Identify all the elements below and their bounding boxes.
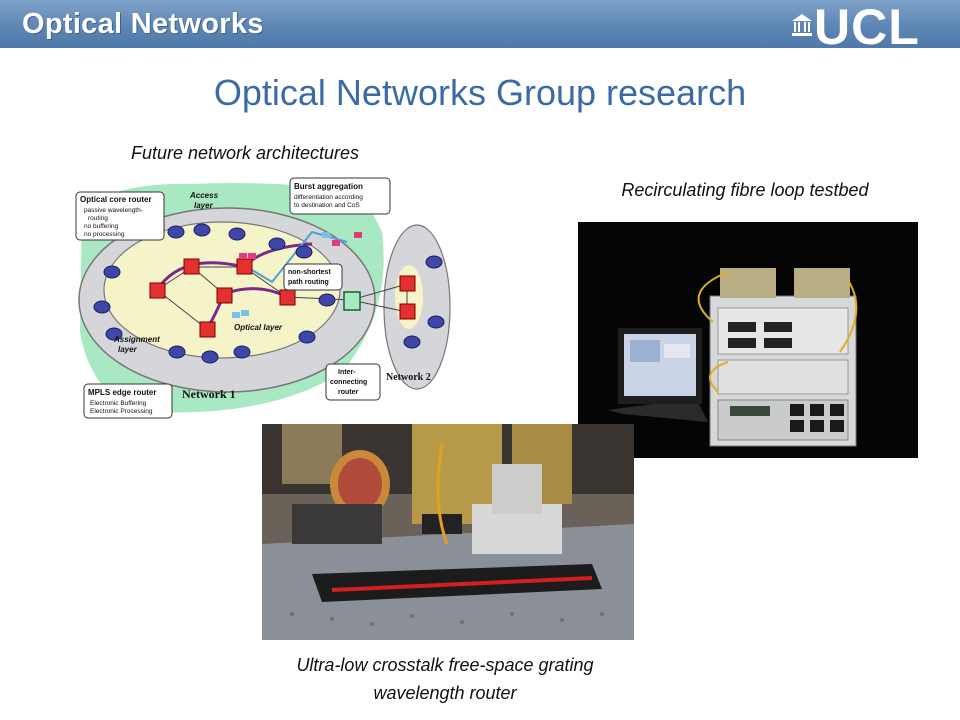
nonshortest-line-1: non-shortest xyxy=(288,269,331,276)
edge-router-title: MPLS edge router xyxy=(88,388,156,397)
core-router-item-1: passive wavelength- xyxy=(84,207,143,214)
interconnect-line-3: router xyxy=(338,389,359,396)
access-layer-line-1: Access xyxy=(189,191,219,200)
network-architecture-diagram: Optical core router passive wavelength- … xyxy=(72,172,460,424)
caption-router-line-1: Ultra-low crosstalk free-space grating xyxy=(296,655,594,675)
ucl-logo-text: UCL xyxy=(814,0,920,55)
core-router-item-3: no buffering xyxy=(84,223,119,230)
core-router-title: Optical core router xyxy=(80,195,152,204)
grating-router-photo xyxy=(262,424,634,640)
title-banner: Optical Networks UCL xyxy=(0,0,960,55)
edge-router-item-1: Electronic Buffering xyxy=(90,400,147,407)
core-router-item-2: routing xyxy=(88,215,108,222)
ucl-logo: UCL xyxy=(792,0,942,55)
network-2-label: Network 2 xyxy=(386,372,431,383)
optical-layer-label: Optical layer xyxy=(234,323,283,332)
edge-router-item-2: Electronic Processing xyxy=(90,408,153,415)
portico-icon xyxy=(792,14,812,36)
caption-fibre-loop-testbed: Recirculating fibre loop testbed xyxy=(621,180,869,200)
nonshortest-line-2: path routing xyxy=(288,279,329,286)
interconnect-line-1: Inter- xyxy=(338,369,356,376)
caption-router-line-2: wavelength router xyxy=(373,683,517,703)
burst-aggregation-item-2: to destination and CoS xyxy=(294,202,360,209)
core-router-item-4: no processing xyxy=(84,231,125,238)
slide-title: Optical Networks Group research xyxy=(213,72,747,113)
interconnect-line-2: connecting xyxy=(330,379,367,386)
network-1-label: Network 1 xyxy=(182,387,236,401)
testbed-photo xyxy=(578,222,918,458)
assignment-layer-line-2: layer xyxy=(118,345,138,354)
caption-wavelength-router: Ultra-low crosstalk free-space grating w… xyxy=(240,651,650,707)
caption-network-architectures: Future network architectures xyxy=(130,143,360,163)
assignment-layer-line-1: Assignment xyxy=(113,335,160,344)
access-layer-line-2: layer xyxy=(194,201,214,210)
banner-title: Optical Networks xyxy=(22,8,264,40)
burst-aggregation-item-1: differentiation according xyxy=(294,194,363,201)
burst-aggregation-title: Burst aggregation xyxy=(294,182,363,191)
